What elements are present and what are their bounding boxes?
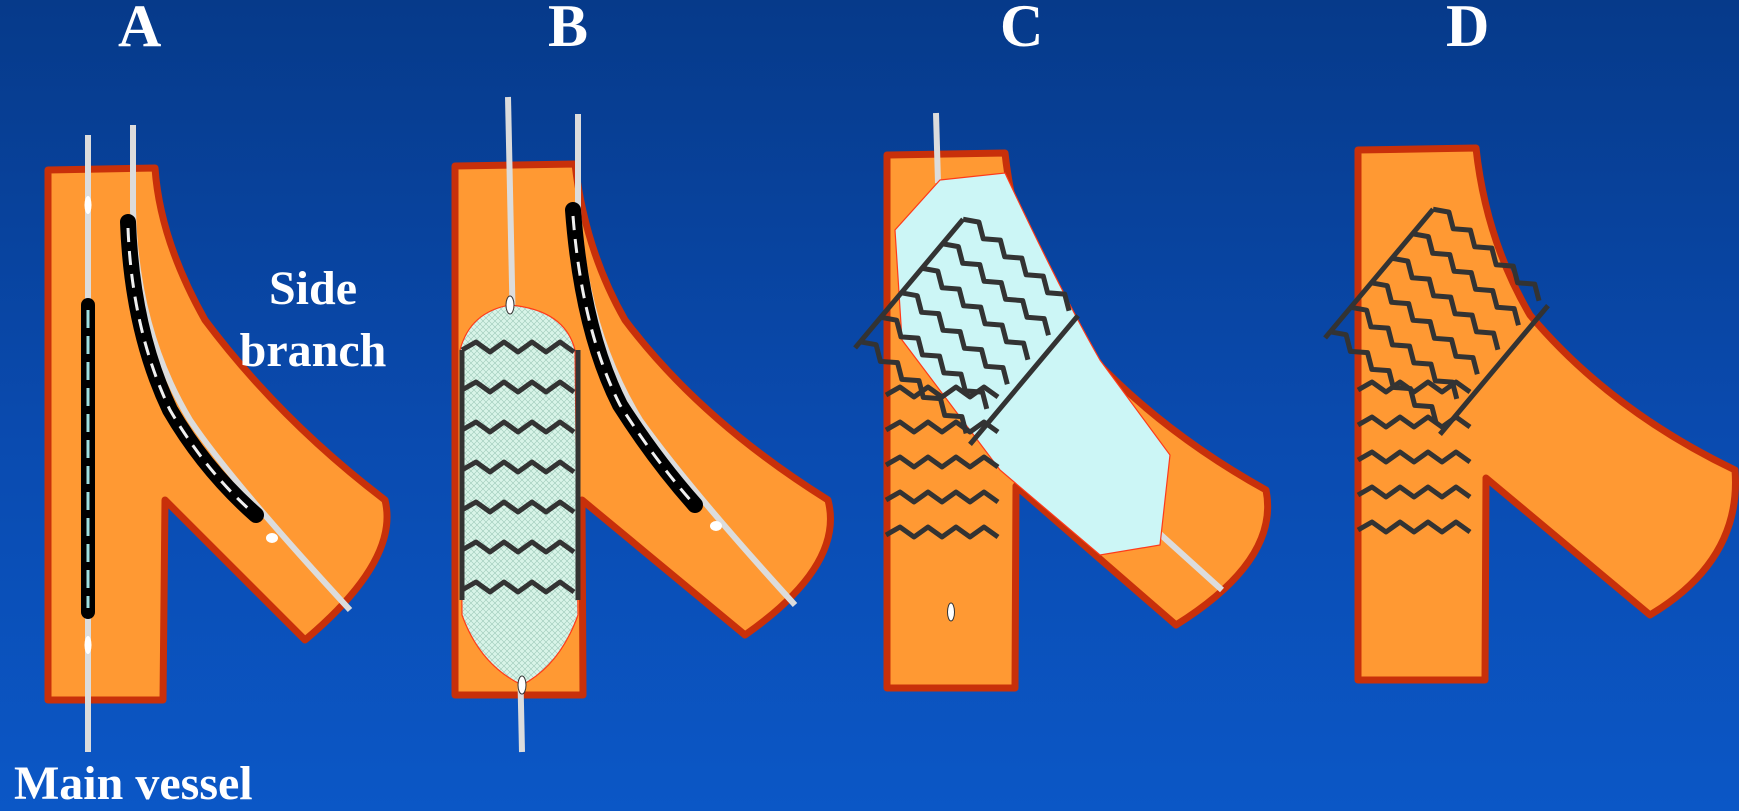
panel-d <box>1325 148 1735 680</box>
guidewire-main-c <box>936 113 938 183</box>
side-branch-label-line1: Side <box>228 258 398 320</box>
kissing-balloon-main-b <box>460 305 578 685</box>
panel-a <box>48 125 387 752</box>
vessel-a <box>48 168 387 700</box>
main-vessel-label: Main vessel <box>14 760 253 808</box>
side-branch-label: Side branch <box>228 258 398 382</box>
side-branch-label-line2: branch <box>228 320 398 382</box>
panel-c <box>855 113 1268 688</box>
panel-b <box>455 97 830 752</box>
